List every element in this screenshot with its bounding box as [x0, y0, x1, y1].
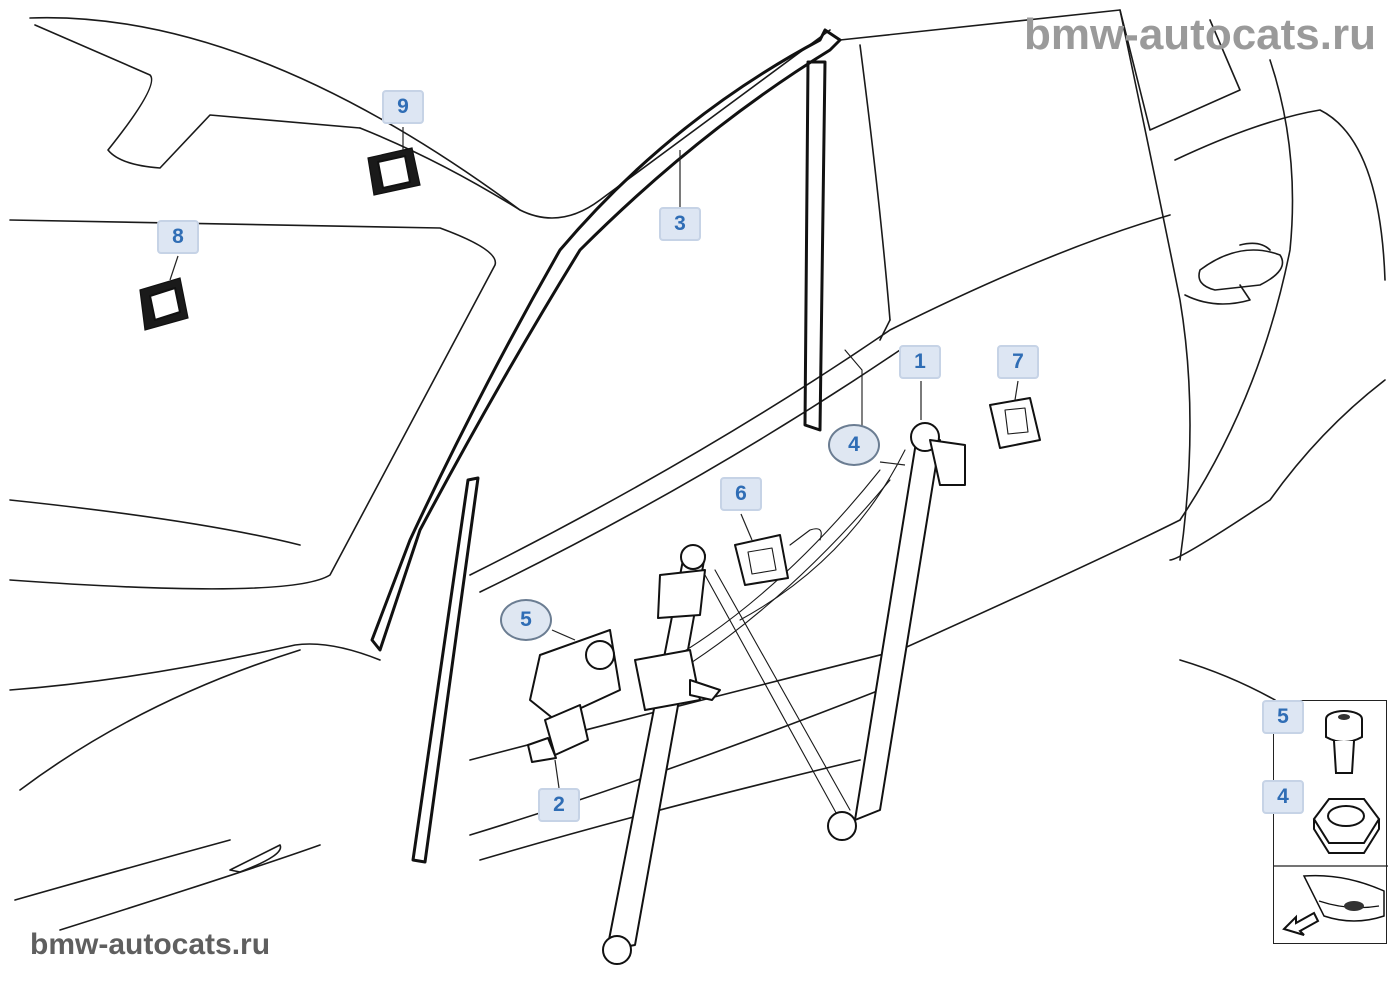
callout-2[interactable]: 2	[538, 788, 580, 822]
callout-6[interactable]: 6	[720, 477, 762, 511]
callout-4-round[interactable]: 4	[828, 424, 880, 466]
direction-arrow-icon	[1282, 911, 1320, 936]
car-front-icon	[1302, 874, 1385, 922]
hex-nut-icon	[1312, 798, 1381, 854]
watermark-bottom: bmw-autocats.ru	[30, 928, 271, 961]
clip-part-6	[734, 528, 822, 586]
window-motor-part-2	[527, 629, 621, 763]
callout-5-round[interactable]: 5	[500, 599, 552, 641]
callout-1[interactable]: 1	[899, 345, 941, 379]
inset-callout-5[interactable]: 5	[1262, 700, 1304, 734]
clip-part-8	[139, 277, 189, 331]
car-body-outline	[9, 9, 1386, 931]
window-regulator-part-1	[602, 422, 966, 965]
callout-8[interactable]: 8	[157, 220, 199, 254]
window-guide-rail-part-3	[370, 28, 842, 864]
inset-callout-4[interactable]: 4	[1262, 780, 1304, 814]
hardware-inset-drawing	[1274, 710, 1388, 936]
callout-7[interactable]: 7	[997, 345, 1039, 379]
leader-lines	[169, 127, 1019, 789]
clip-part-9	[367, 147, 421, 196]
clip-part-7	[989, 397, 1041, 449]
watermark-top: bmw-autocats.ru	[1023, 10, 1376, 59]
hardware-inset-panel	[1273, 700, 1388, 944]
callout-9[interactable]: 9	[382, 90, 424, 124]
stud-bolt-icon	[1325, 710, 1363, 774]
callout-3[interactable]: 3	[659, 207, 701, 241]
